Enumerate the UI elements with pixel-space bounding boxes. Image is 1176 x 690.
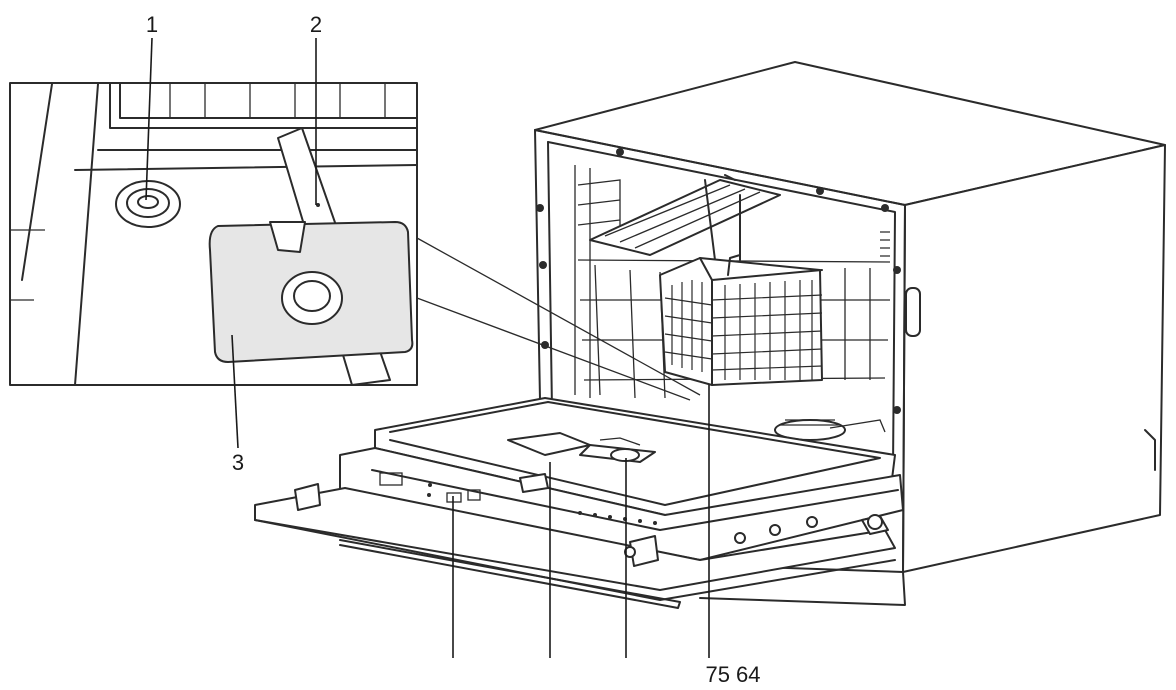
cutlery-basket-part-7 <box>659 254 823 386</box>
callout-1: 1 <box>146 12 158 37</box>
open-door-part-5 <box>254 397 904 609</box>
callout-3: 3 <box>232 450 244 475</box>
detail-inset <box>9 82 418 386</box>
callout-group-bottom: 75 64 <box>705 662 760 687</box>
callout-2: 2 <box>310 12 322 37</box>
spray-base-part-6 <box>774 419 886 441</box>
filter-part-3 <box>208 220 414 364</box>
rinse-aid-dispenser-part-4 <box>610 448 640 462</box>
dishwasher-body <box>534 61 1166 606</box>
leader-lines <box>145 37 710 658</box>
spray-nozzle-part-1 <box>115 180 181 228</box>
